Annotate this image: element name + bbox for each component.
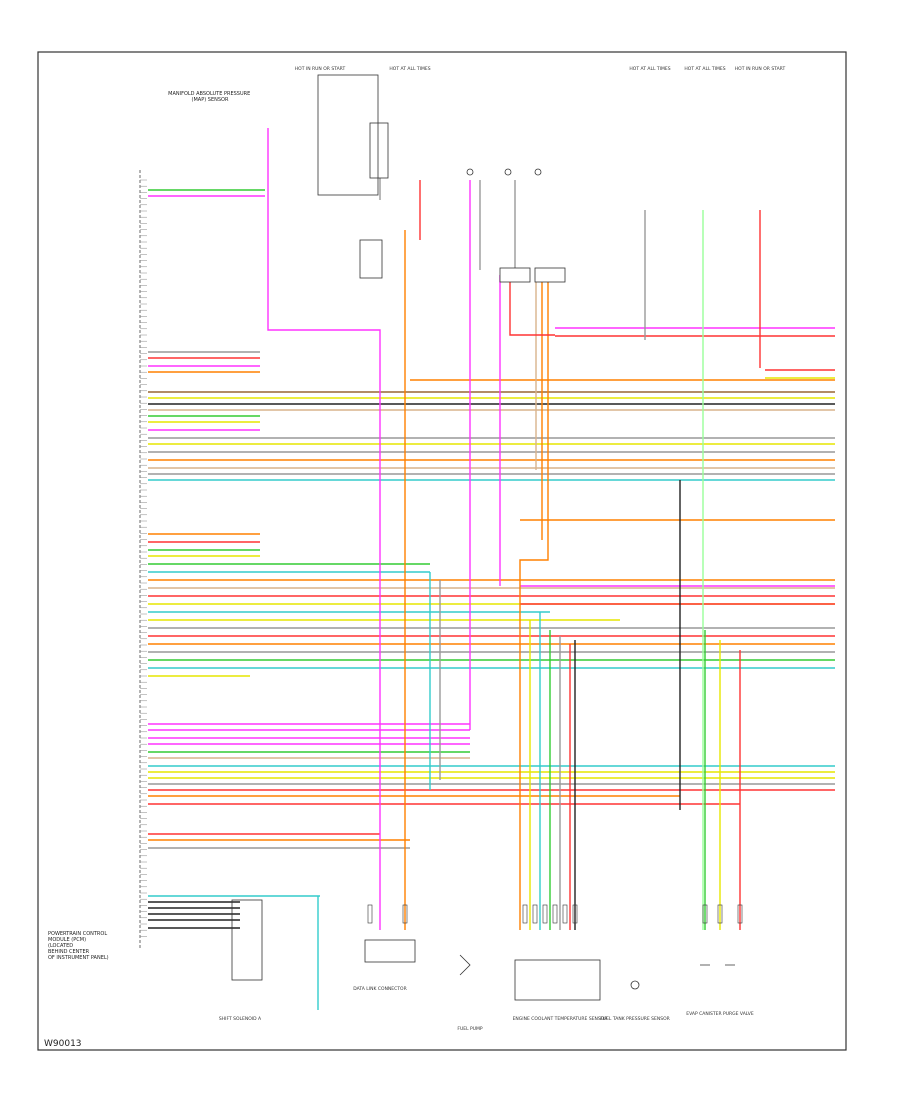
bottom-components bbox=[231, 899, 735, 1001]
connector-pin bbox=[737, 904, 743, 924]
component-label: SHIFT SOLENOID A bbox=[219, 1016, 262, 1022]
engine-sensor-connector bbox=[514, 959, 601, 1001]
component-label: FUEL PUMP bbox=[457, 1026, 483, 1032]
pin-group bbox=[140, 179, 743, 937]
fuse-label: HOT AT ALL TIMES bbox=[684, 66, 725, 72]
component-label: DATA LINK CONNECTOR bbox=[353, 986, 406, 992]
junction-block-2 bbox=[534, 267, 566, 283]
connector-pin bbox=[522, 904, 528, 924]
connector-pin bbox=[562, 904, 568, 924]
wire-orange-down bbox=[519, 275, 549, 930]
component-label: FUEL TANK PRESSURE SENSOR bbox=[600, 1016, 670, 1022]
switch-contact-2 bbox=[466, 168, 474, 176]
diagram-frame bbox=[37, 51, 847, 1051]
connector-pin bbox=[532, 904, 538, 924]
data-link-connector bbox=[364, 939, 416, 963]
fuse-label: HOT IN RUN OR START bbox=[295, 66, 346, 72]
connector-pin bbox=[552, 904, 558, 924]
relay-box bbox=[369, 122, 389, 179]
fuse-label: HOT AT ALL TIMES bbox=[629, 66, 670, 72]
connector-pin bbox=[367, 904, 373, 924]
fuse-label: HOT IN RUN OR START bbox=[735, 66, 786, 72]
ground-terminal bbox=[630, 980, 640, 990]
connector-pin bbox=[702, 904, 708, 924]
wire-pink-vertical bbox=[267, 128, 381, 930]
connector-pin bbox=[717, 904, 723, 924]
figure-code: W90013 bbox=[44, 1039, 82, 1049]
switch-contact-3 bbox=[504, 168, 512, 176]
sensor-bracket bbox=[231, 899, 263, 981]
pcm-label: POWERTRAIN CONTROL MODULE (PCM) (LOCATED… bbox=[48, 931, 109, 961]
top-components bbox=[317, 74, 566, 283]
connector-pin bbox=[402, 904, 408, 924]
wire-red-2 bbox=[509, 275, 555, 336]
fuse-label: HOT AT ALL TIMES bbox=[389, 66, 430, 72]
map-sensor-label: MANIFOLD ABSOLUTE PRESSURE (MAP) SENSOR bbox=[168, 91, 252, 103]
junction-block-1 bbox=[499, 267, 531, 283]
sensor-component-top bbox=[359, 239, 383, 279]
switch-contact bbox=[534, 168, 542, 176]
bottom-label-group: DATA LINK CONNECTOR SHIFT SOLENOID A FUEL … bbox=[219, 986, 754, 1032]
connector-pin bbox=[542, 904, 548, 924]
fuse-block-outline bbox=[317, 74, 379, 196]
component-label: EVAP CANISTER PURGE VALVE bbox=[686, 1011, 754, 1017]
component-label: ENGINE COOLANT TEMPERATURE SENSOR bbox=[513, 1016, 608, 1022]
top-label-group: HOT IN RUN OR START HOT AT ALL TIMES HOT A… bbox=[295, 66, 786, 72]
connector-pin bbox=[572, 904, 578, 924]
fuel-pump-symbol bbox=[459, 954, 471, 976]
wire-group bbox=[148, 128, 835, 1010]
